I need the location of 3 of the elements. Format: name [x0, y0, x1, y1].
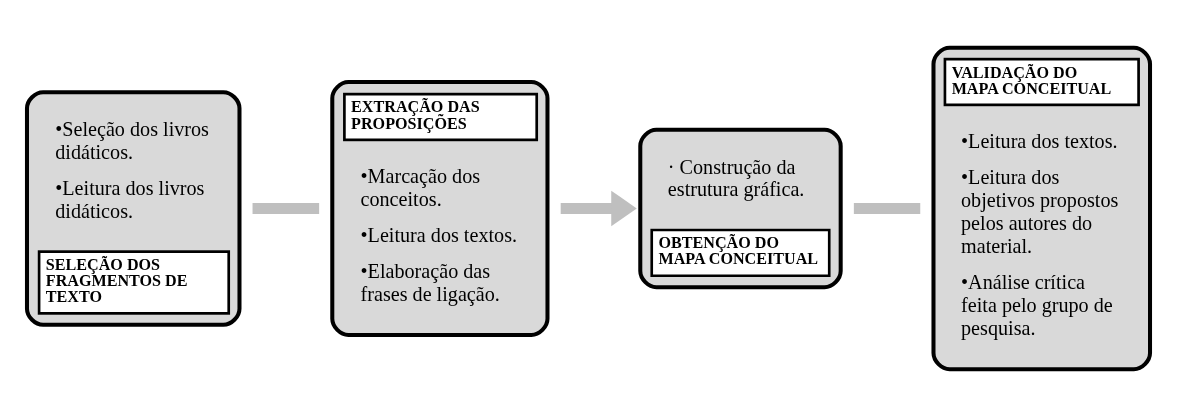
connector	[853, 202, 921, 214]
arrow	[560, 190, 637, 226]
connector	[252, 202, 320, 214]
